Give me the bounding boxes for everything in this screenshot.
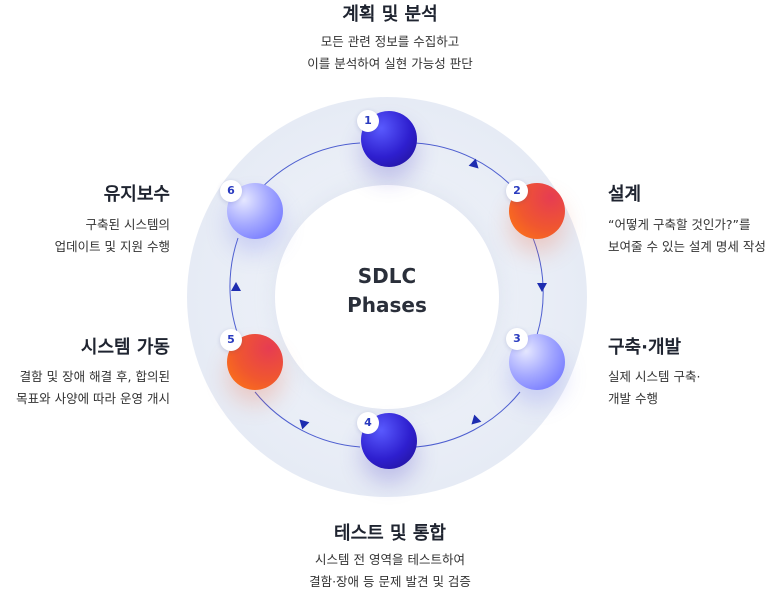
phase-desc-4: 시스템 전 영역을 테스트하여 결함·장애 등 문제 발견 및 검증 [270,549,510,593]
phase-title-2: 설계 [608,184,642,205]
phase-desc-1-line-1: 모든 관련 정보를 수집하고 [320,34,460,49]
inner-circle [275,185,499,409]
phase-badge-6: 6 [220,180,242,202]
link-5-6 [229,237,239,336]
phase-badge-4: 4 [357,412,379,434]
phase-title-6: 유지보수 [103,184,170,205]
phase-desc-5-line-2: 목표와 사양에 따라 운영 개시 [16,391,170,406]
center-title-line-1: SDLC [357,264,417,288]
link-4-5 [254,391,361,448]
phase-desc-3-line-1: 실제 시스템 구축· [608,369,701,384]
phase-badge-3: 3 [506,328,528,350]
center-title-line-2: Phases [347,293,427,317]
center-title: SDLC Phases [287,262,487,320]
arrow-4-5 [299,419,310,430]
phase-desc-3-line-2: 개발 수행 [608,391,658,406]
arrow-1-2 [468,158,479,169]
phase-desc-6-line-1: 구축된 시스템의 [85,217,170,232]
arrow-3-4 [471,414,482,425]
phase-badge-2: 2 [506,180,528,202]
phase-desc-5: 결함 및 장애 해결 후, 합의된 목표와 사양에 따라 운영 개시 [0,366,170,410]
phase-desc-6-line-2: 업데이트 및 지원 수행 [54,239,170,254]
phase-desc-1-line-2: 이를 분석하여 실현 가능성 판단 [307,56,473,71]
phase-title-3: 구축·개발 [608,337,682,358]
phase-desc-1: 모든 관련 정보를 수집하고 이를 분석하여 실현 가능성 판단 [270,31,510,75]
phase-badge-5: 5 [220,329,242,351]
link-1-2 [414,142,521,196]
phase-desc-3: 실제 시스템 구축· 개발 수행 [608,366,700,410]
arrow-2-3 [537,283,547,292]
phase-desc-2-line-1: “어떻게 구축할 것인가?”를 [608,217,751,232]
phase-desc-6: 구축된 시스템의 업데이트 및 지원 수행 [0,214,170,258]
phase-desc-4-line-2: 결함·장애 등 문제 발견 및 검증 [309,574,471,589]
phase-desc-4-line-1: 시스템 전 영역을 테스트하여 [315,552,465,567]
phase-desc-2: “어떻게 구축할 것인가?”를 보여줄 수 있는 설계 명세 작성 [608,214,780,258]
phase-badge-1: 1 [357,110,379,132]
link-3-4 [415,391,521,448]
phase-title-4: 테스트 및 통합 [334,523,446,544]
phase-title-5: 시스템 가동 [80,337,170,358]
phase-desc-2-line-2: 보여줄 수 있는 설계 명세 작성 [608,239,766,254]
arrow-5-6 [231,282,241,291]
phase-title-1: 계획 및 분석 [342,4,438,25]
phase-desc-5-line-1: 결함 및 장애 해결 후, 합의된 [19,369,170,384]
